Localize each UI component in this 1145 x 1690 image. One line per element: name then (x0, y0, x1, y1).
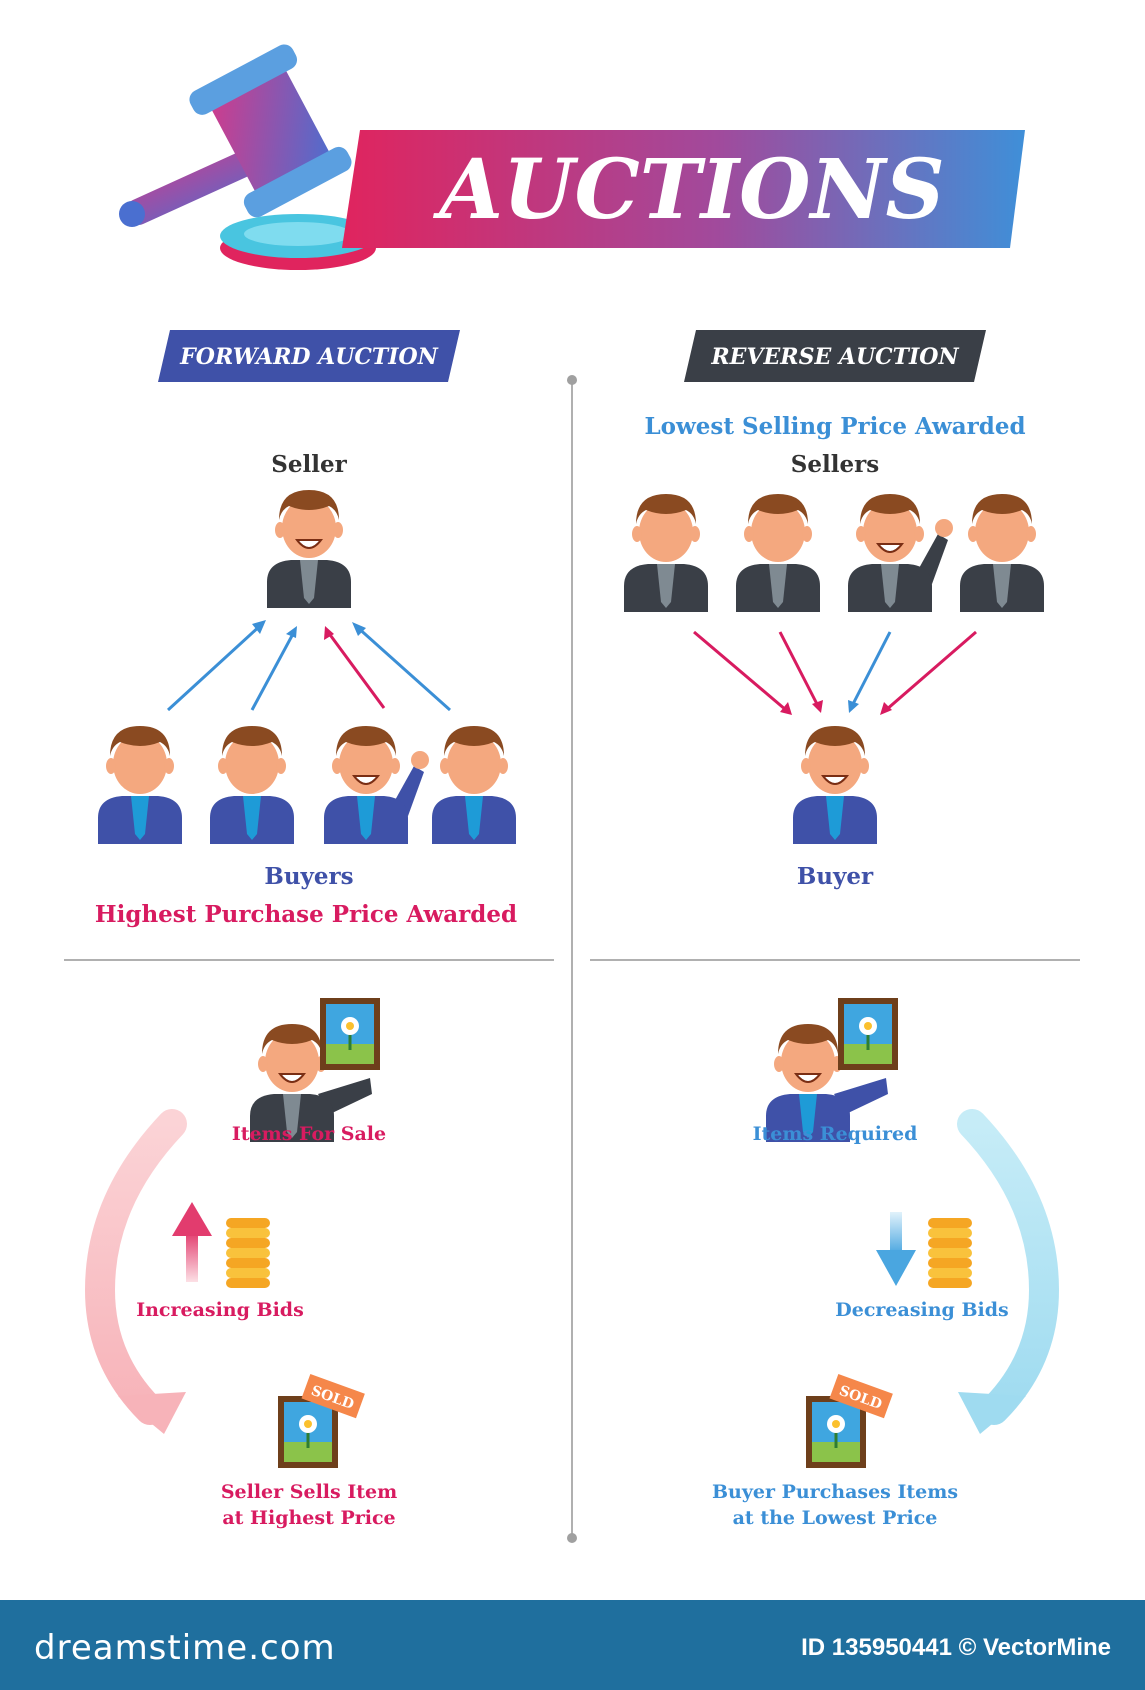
coin-stack-icon-reverse (928, 1218, 972, 1288)
items-required-label: Items Required (753, 1123, 918, 1145)
seller-with-picture-icon (250, 1024, 372, 1142)
buyer-person-icon (793, 726, 877, 844)
forward-flow-arc (84, 1109, 187, 1425)
seller-person-icon-1 (624, 494, 708, 612)
forward-flow-arrowhead (118, 1392, 186, 1434)
forward-result-line-2: at Highest Price (222, 1507, 395, 1529)
picture-frame-icon-reverse (836, 996, 900, 1072)
buyer-person-icon-4 (432, 726, 516, 844)
coin-stack-icon (226, 1218, 270, 1288)
reverse-auction-badge: REVERSE AUCTION (684, 330, 986, 382)
reverse-flow-arc (957, 1109, 1060, 1425)
seller-label: Seller (271, 451, 347, 478)
divider-dot-bottom (567, 1533, 577, 1543)
picture-frame-icon (318, 996, 382, 1072)
gavel-icon (119, 44, 376, 270)
divider-dot-top (567, 375, 577, 385)
seller-person-icon (267, 490, 351, 608)
footer-image-id: ID 135950441 © VectorMine (801, 1634, 1111, 1661)
sold-picture-icon: SOLD (276, 1373, 365, 1470)
footer-brand[interactable]: dreamstime.com (34, 1628, 336, 1668)
buyers-label: Buyers (264, 863, 353, 890)
reverse-flow-arrowhead (958, 1392, 1026, 1434)
forward-badge-label: FORWARD AUCTION (179, 344, 439, 370)
sellers-label: Sellers (791, 451, 879, 478)
buyer-person-icon-2 (210, 726, 294, 844)
forward-result-line-1: Seller Sells Item (221, 1481, 397, 1503)
seller-person-icon-4 (960, 494, 1044, 612)
reverse-result-line-1: Buyer Purchases Items (712, 1481, 958, 1503)
buyer-person-icon-3-raised-hand (324, 726, 429, 844)
seller-person-icon-2 (736, 494, 820, 612)
sold-picture-icon-reverse: SOLD (804, 1373, 893, 1470)
decreasing-arrow-icon (876, 1212, 916, 1286)
reverse-awarded-label: Lowest Selling Price Awarded (644, 413, 1025, 440)
decreasing-bids-label: Decreasing Bids (835, 1299, 1008, 1321)
page-title: AUCTIONS (432, 142, 944, 238)
items-for-sale-label: Items For Sale (232, 1123, 386, 1145)
forward-awarded-label: Highest Purchase Price Awarded (95, 901, 517, 928)
forward-auction-badge: FORWARD AUCTION (158, 330, 460, 382)
auction-diagram: AUCTIONS FORWARD AUCTION REVERSE AUCTION… (64, 44, 1080, 1543)
buyer-label: Buyer (797, 863, 874, 890)
increasing-arrow-icon (172, 1202, 212, 1282)
reverse-result-line-2: at the Lowest Price (733, 1507, 938, 1529)
footer-bar: dreamstime.com ID 135950441 © VectorMine (0, 1600, 1145, 1690)
title-banner: AUCTIONS (342, 130, 1025, 248)
seller-person-icon-3-raised-hand (848, 494, 953, 612)
forward-bid-arrows (166, 620, 451, 712)
buyer-with-picture-icon (766, 1024, 888, 1142)
buyer-person-icon-1 (98, 726, 182, 844)
reverse-bid-arrows (693, 630, 977, 715)
reverse-badge-label: REVERSE AUCTION (710, 344, 959, 370)
increasing-bids-label: Increasing Bids (136, 1299, 304, 1321)
